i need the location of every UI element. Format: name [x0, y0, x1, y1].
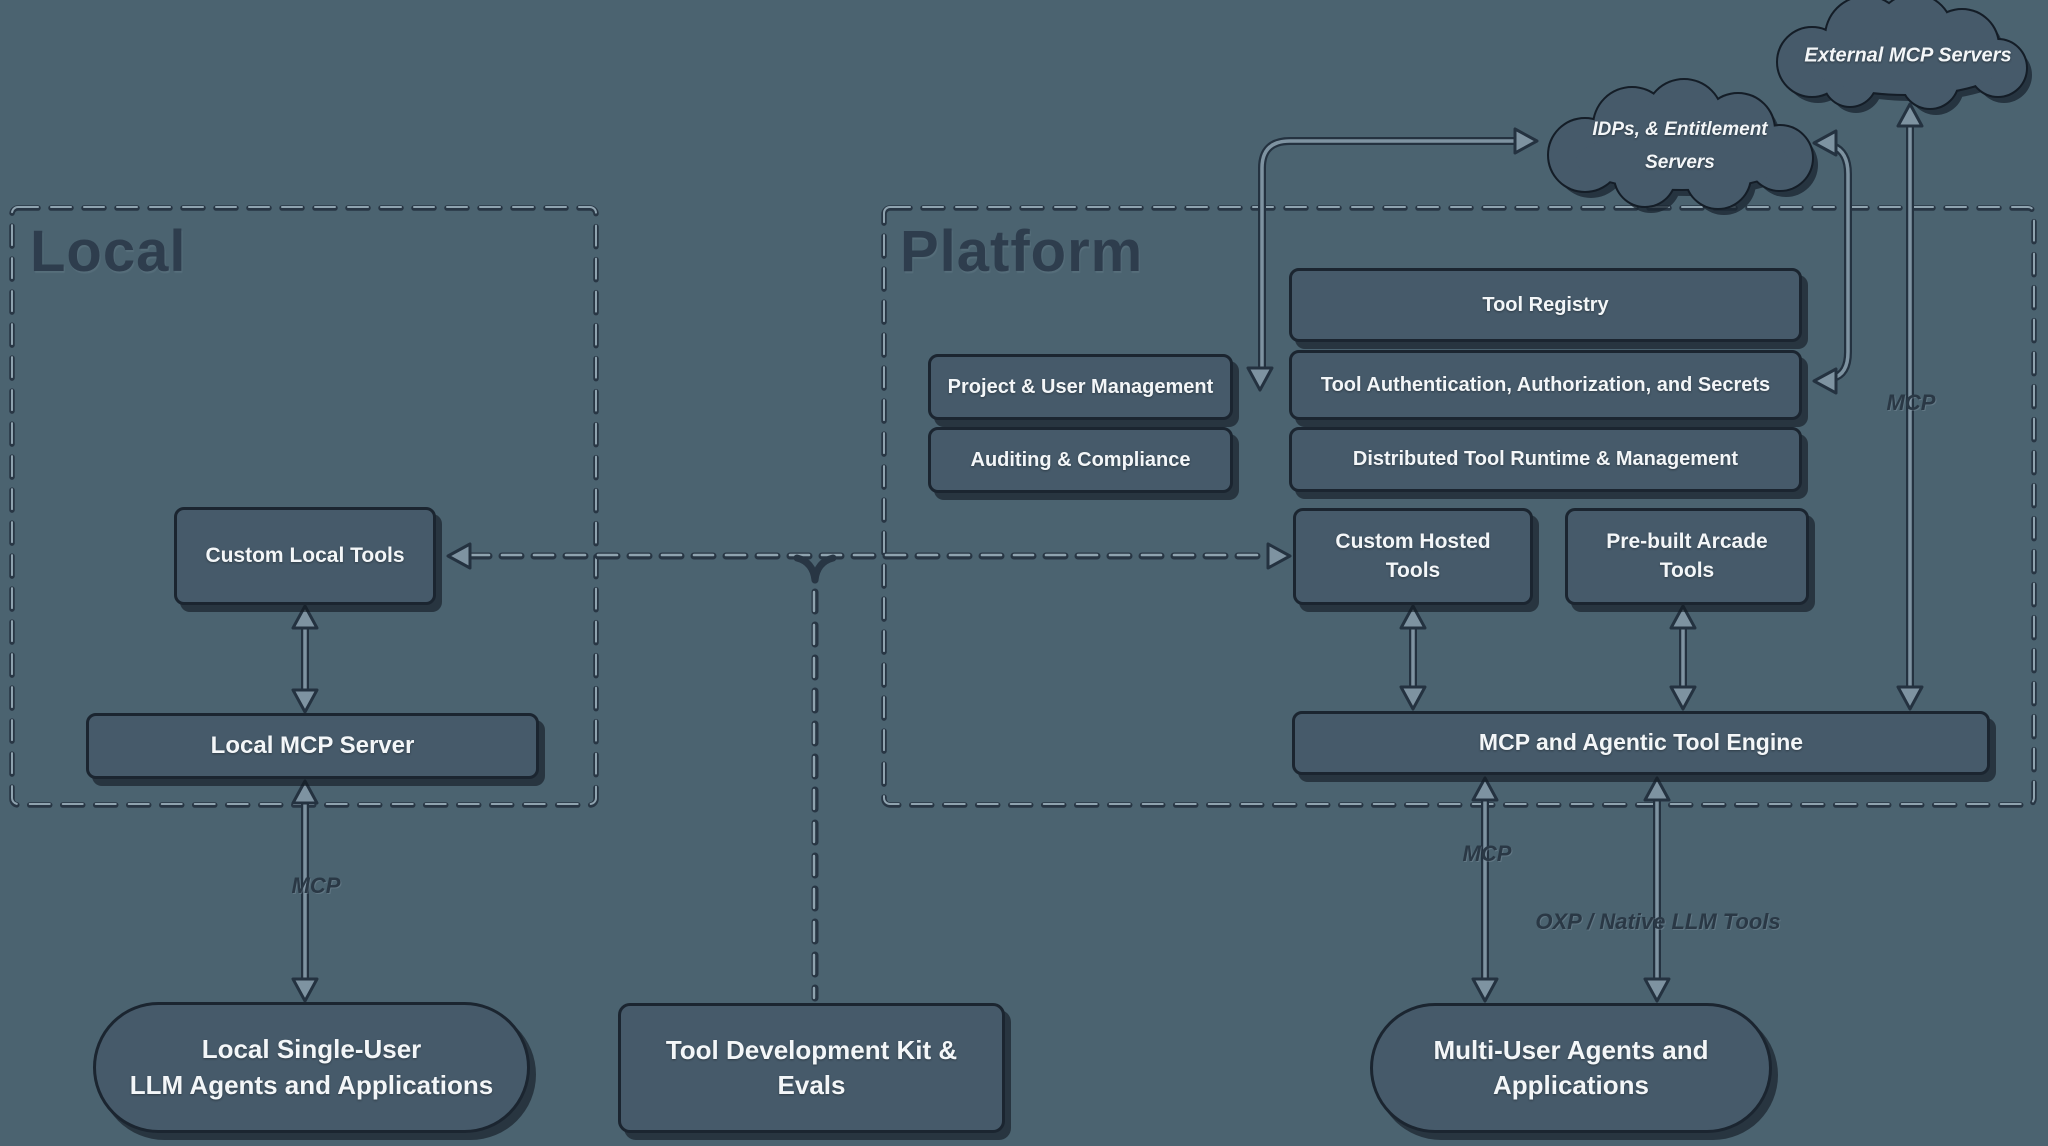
arrow-engine-multiuser-oxp — [1643, 776, 1671, 1003]
node-distributed-runtime: Distributed Tool Runtime & Management — [1289, 427, 1802, 492]
platform-container-title: Platform — [900, 219, 1144, 284]
local-agents-line2: LLM Agents and Applications — [129, 1069, 494, 1100]
idps-cloud-label-line1: IDPs, & Entitlement — [1592, 119, 1768, 140]
multi-user-line2: Applications — [1492, 1070, 1649, 1100]
node-local-single-user-agents: Local Single-User LLM Agents and Applica… — [93, 1002, 530, 1133]
node-tool-development-kit: Tool Development Kit & Evals — [618, 1003, 1005, 1133]
arrow-projectmgmt-idps — [1246, 127, 1539, 392]
platform-container-border — [881, 205, 2037, 808]
edge-label-mcp-external: MCP — [1886, 390, 1936, 415]
node-prebuilt-arcade-tools: Pre-built Arcade Tools — [1565, 508, 1809, 605]
arrow-externalcloud-engine — [1896, 102, 1924, 711]
multi-user-line1: Multi-User Agents and — [1433, 1034, 1709, 1065]
node-tool-authentication: Tool Authentication, Authorization, and … — [1289, 350, 1802, 420]
external-mcp-cloud — [1776, 0, 2032, 115]
arrow-toolauth-idps — [1812, 129, 1852, 395]
node-auditing-compliance: Auditing & Compliance — [928, 427, 1233, 493]
edge-label-mcp-platform: MCP — [1462, 841, 1512, 866]
idps-cloud-label-line2: Servers — [1645, 152, 1715, 173]
local-container-title: Local — [30, 219, 187, 284]
node-tool-registry: Tool Registry — [1289, 268, 1802, 342]
arrow-engine-multiuser-mcp — [1471, 776, 1499, 1003]
node-custom-hosted-tools: Custom Hosted Tools — [1293, 508, 1533, 605]
node-project-user-management: Project & User Management — [928, 354, 1233, 420]
edge-label-oxp-native-llm-tools: OXP / Native LLM Tools — [1535, 909, 1781, 934]
node-multi-user-agents: Multi-User Agents and Applications — [1370, 1003, 1772, 1133]
arrow-hostedtools-engine — [1399, 604, 1427, 711]
external-mcp-cloud-label: External MCP Servers — [1804, 44, 2012, 67]
node-mcp-agentic-tool-engine: MCP and Agentic Tool Engine — [1292, 711, 1990, 775]
edge-label-mcp-local: MCP — [291, 873, 341, 898]
arrow-prebuilttools-engine — [1669, 604, 1697, 711]
arrow-localtools-mcpserver — [291, 604, 319, 714]
node-custom-local-tools: Custom Local Tools — [174, 507, 436, 605]
dashed-tools-connector — [446, 542, 1292, 1002]
local-agents-line1: Local Single-User — [201, 1034, 422, 1065]
arrow-mcpserver-localagents — [291, 779, 319, 1003]
node-local-mcp-server: Local MCP Server — [86, 713, 539, 779]
idps-cloud — [1547, 78, 1818, 215]
